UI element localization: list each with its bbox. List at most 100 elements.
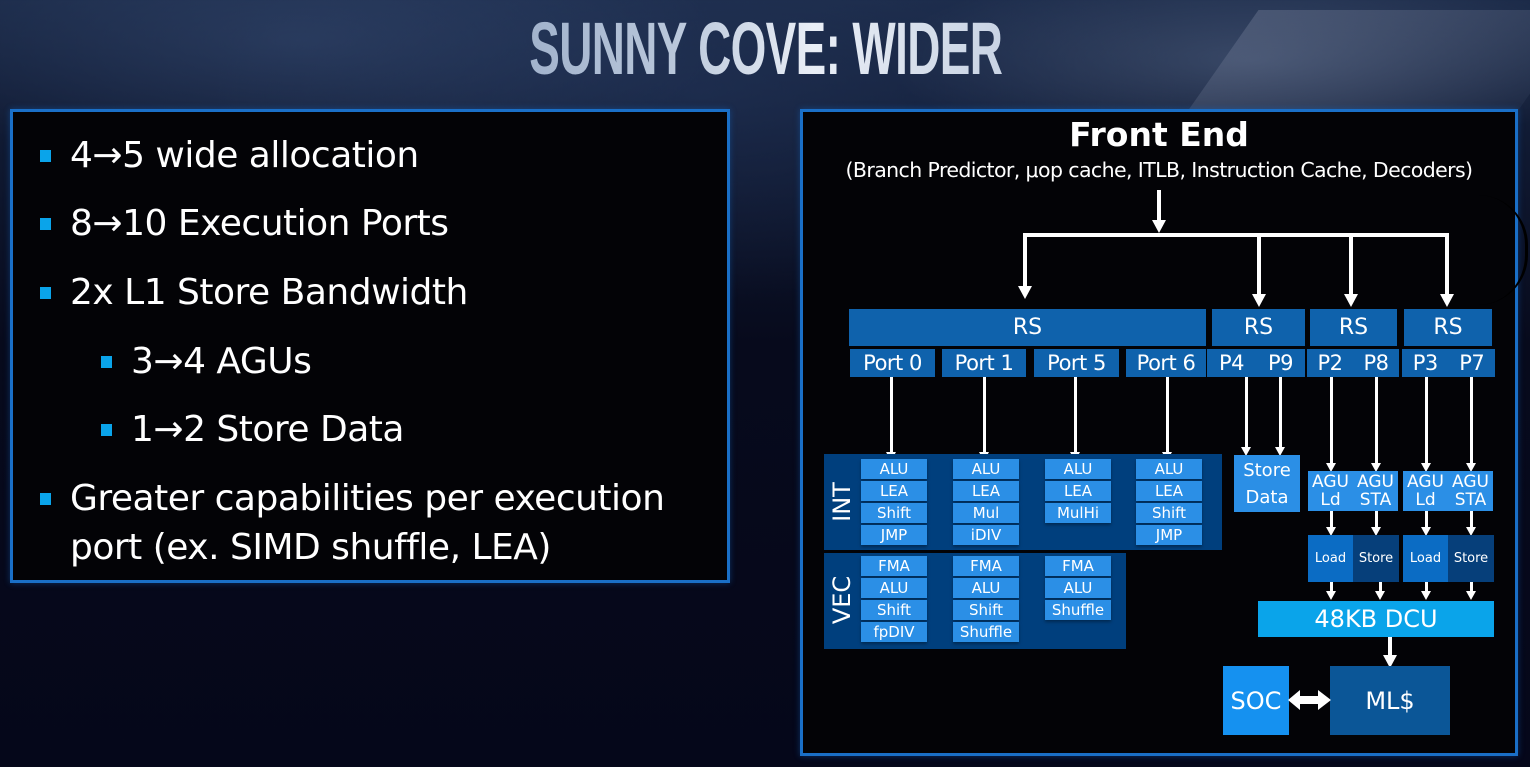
port-arrow-line (1375, 377, 1378, 463)
vec-unit: Shift (953, 600, 1019, 620)
int-unit: ALU (1045, 459, 1111, 479)
int-unit: Shift (861, 503, 927, 523)
int-unit: JMP (1136, 525, 1202, 545)
l1-data-cache-unit: 48KB DCU (1258, 601, 1494, 637)
port-0: Port 0 (850, 349, 935, 377)
bullet-panel: 4→5 wide allocation 8→10 Execution Ports… (10, 109, 730, 583)
port-arrow-line (1425, 377, 1428, 463)
port-arrow-line (1074, 377, 1077, 455)
int-unit: Shift (1136, 503, 1202, 523)
store-buffer: Store (1448, 535, 1494, 582)
sub-bullet-item: 3→4 AGUs (101, 340, 312, 384)
vec-unit: Shuffle (1045, 600, 1111, 620)
bullet-item: 4→5 wide allocation (40, 134, 419, 178)
bullet-item: 8→10 Execution Ports (40, 202, 449, 246)
arrow-down-icon (1421, 463, 1431, 472)
reservation-station-agu-b: RS (1404, 309, 1492, 346)
arrow-down-icon (1421, 527, 1431, 536)
distribution-bus-line (1023, 233, 1449, 237)
port-arrow-line (1470, 377, 1473, 463)
agu-label: AGU (1407, 472, 1444, 492)
bullet-text: 3→4 AGUs (131, 341, 312, 382)
int-unit: MulHi (1045, 503, 1111, 523)
port-9: P9 (1267, 351, 1294, 375)
ports-3-7: P3 P7 (1402, 349, 1495, 377)
slide-title: SUNNY COVE: WIDER (291, 6, 1240, 92)
bullet-square-icon (40, 218, 51, 230)
bullet-square-icon (101, 424, 112, 436)
int-unit: ALU (953, 459, 1019, 479)
vec-unit: FMA (861, 556, 927, 576)
agu-arrow-line (1330, 511, 1333, 528)
agu-arrow-line (1375, 511, 1378, 528)
port-arrow-line (1279, 377, 1282, 447)
mlc-arrow-line (1388, 637, 1392, 655)
dcu-arrow-line (1379, 582, 1382, 592)
agu-sta-a: AGU STA (1353, 471, 1398, 511)
dcu-arrow-line (1470, 582, 1473, 592)
arrow-down-icon (1241, 447, 1251, 456)
bullet-text: 4→5 wide allocation (70, 135, 419, 176)
arrow-down-icon (1275, 447, 1285, 456)
port-arrow-line (890, 377, 893, 455)
arrow-down-icon (1466, 463, 1476, 472)
agu-type: STA (1454, 490, 1487, 510)
sub-bullet-item: 1→2 Store Data (101, 408, 404, 452)
vec-unit: ALU (1045, 578, 1111, 598)
arrow-down-icon (1466, 591, 1476, 600)
agu-sta-b: AGU STA (1448, 471, 1493, 511)
int-unit: LEA (861, 481, 927, 501)
rs-arrow-line (1349, 233, 1353, 295)
load-buffer: Load (1308, 535, 1353, 582)
agu-type: Ld (1320, 490, 1341, 510)
front-end-subtitle: (Branch Predictor, μop cache, ITLB, Inst… (845, 158, 1474, 182)
arrow-down-icon (1466, 527, 1476, 536)
agu-arrow-line (1470, 511, 1473, 528)
store-data-line1: Store (1243, 459, 1291, 481)
arrow-down-icon (1152, 220, 1166, 233)
rs-arrow-line (1257, 233, 1261, 295)
int-unit: LEA (1136, 481, 1202, 501)
arrow-down-icon (1344, 294, 1358, 307)
int-unit: iDIV (953, 525, 1019, 545)
rs-arrow-line (1445, 233, 1449, 295)
bullet-square-icon (101, 356, 112, 368)
dcu-arrow-line (1425, 582, 1428, 592)
vec-unit: FMA (953, 556, 1019, 576)
bullet-square-icon (40, 493, 51, 505)
rs-arrow-line (1023, 233, 1027, 287)
store-data-line2: Data (1245, 486, 1289, 508)
front-end-title: Front End (1069, 115, 1249, 154)
int-unit: LEA (1045, 481, 1111, 501)
int-unit: ALU (861, 459, 927, 479)
arrow-down-icon (1375, 591, 1385, 600)
vec-group-label: VEC (828, 575, 856, 625)
port-8: P8 (1363, 351, 1389, 375)
bullet-square-icon (40, 287, 51, 299)
arrow-down-icon (1383, 655, 1397, 668)
bullet-text-line2: port (ex. SIMD shuffle, LEA) (70, 527, 551, 568)
arrow-down-icon (1371, 463, 1381, 472)
arrow-down-icon (1018, 286, 1032, 299)
port-6: Port 6 (1126, 349, 1206, 377)
arrow-down-icon (1326, 463, 1336, 472)
vec-unit: fpDIV (861, 622, 927, 642)
reservation-station-agu-a: RS (1310, 309, 1397, 346)
port-4: P4 (1218, 351, 1245, 375)
port-arrow-line (1330, 377, 1333, 463)
arrow-down-icon (1252, 294, 1266, 307)
arrow-down-icon (1326, 527, 1336, 536)
port-3: P3 (1412, 351, 1439, 375)
agu-load-b: AGU Ld (1403, 471, 1448, 511)
int-unit: JMP (861, 525, 927, 545)
agu-type: STA (1359, 490, 1392, 510)
bullet-square-icon (40, 150, 51, 162)
bullet-text: 2x L1 Store Bandwidth (70, 272, 468, 313)
agu-label: AGU (1357, 472, 1394, 492)
port-2: P2 (1317, 351, 1343, 375)
soc-block: SOC (1223, 666, 1289, 735)
front-end-arrow-line (1157, 190, 1161, 220)
port-arrow-line (983, 377, 986, 455)
bullet-item: Greater capabilities per execution port … (40, 477, 665, 570)
agu-type: Ld (1415, 490, 1436, 510)
